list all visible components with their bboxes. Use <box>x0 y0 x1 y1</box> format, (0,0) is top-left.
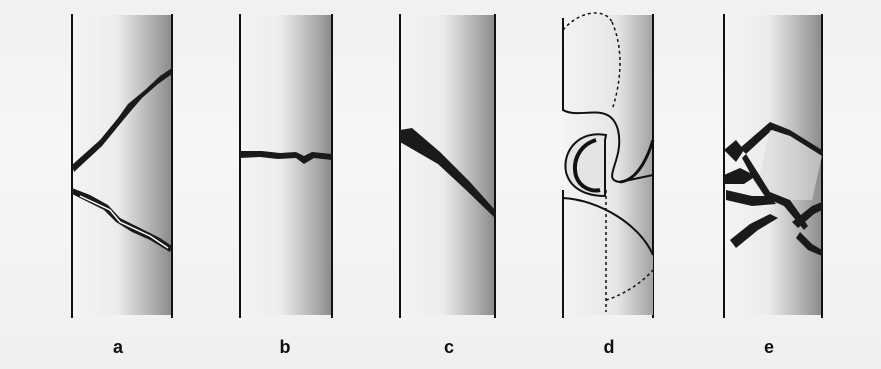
panel-a-bone <box>72 14 172 318</box>
panel-label-e: e <box>754 337 784 358</box>
panel-b-bone <box>240 14 332 318</box>
panel-d-bone <box>563 13 653 318</box>
panel-c-bone <box>400 14 495 318</box>
panel-label-a: a <box>103 337 133 358</box>
panel-label-c: c <box>434 337 464 358</box>
panel-e-bone <box>724 14 822 318</box>
panel-label-d: d <box>594 337 624 358</box>
panel-label-b: b <box>270 337 300 358</box>
